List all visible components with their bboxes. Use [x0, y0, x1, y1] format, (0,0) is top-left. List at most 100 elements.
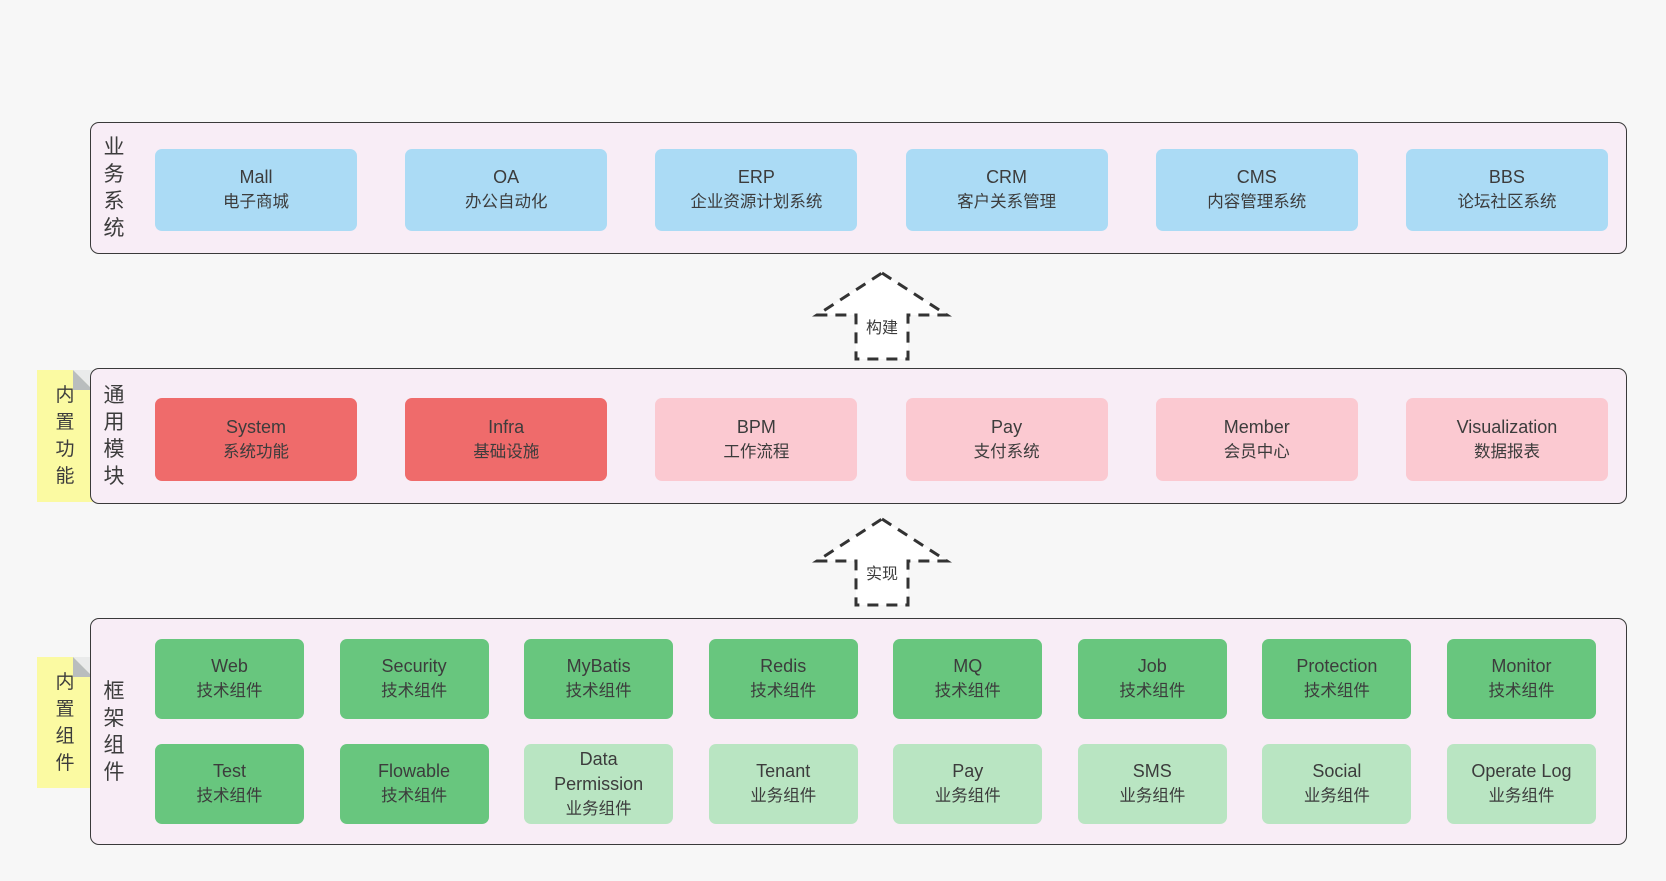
- components-row-1: Web 技术组件 Security 技术组件 MyBatis 技术组件 Redi…: [155, 639, 1596, 719]
- box-title: ERP: [737, 167, 775, 187]
- box-subtitle: 技术组件: [934, 682, 1001, 700]
- band-business-label: 业务系统: [103, 136, 125, 240]
- arrow-build-label: 构建: [863, 314, 901, 338]
- box-subtitle: 技术组件: [1119, 682, 1186, 700]
- box-title: MyBatis: [566, 656, 631, 676]
- box-title: Visualization: [1456, 416, 1558, 437]
- sticky-note-text: 内置功能: [55, 385, 75, 487]
- box-subtitle: 客户关系管理: [957, 193, 1057, 211]
- box-subtitle: 业务组件: [1488, 787, 1555, 805]
- box-subtitle: 技术组件: [565, 682, 632, 700]
- band-modules-label: 通用模块: [103, 384, 125, 488]
- box-security: Security 技术组件: [339, 639, 489, 719]
- box-subtitle: 技术组件: [196, 682, 263, 700]
- arrow-implement: 实现: [812, 516, 952, 608]
- box-title: OA: [493, 167, 520, 187]
- box-title: SMS: [1132, 761, 1172, 781]
- box-monitor: Monitor 技术组件: [1446, 639, 1596, 719]
- box-pay-module: Pay 支付系统: [905, 398, 1108, 481]
- box-social: Social 业务组件: [1262, 744, 1412, 824]
- business-box-row: Mall 电子商城 OA 办公自动化 ERP 企业资源计划系统 CRM 客户关系…: [155, 149, 1608, 231]
- box-subtitle: 技术组件: [196, 787, 263, 805]
- sticky-note-text: 内置组件: [55, 671, 75, 774]
- box-flowable: Flowable 技术组件: [339, 744, 489, 824]
- box-subtitle: 技术组件: [381, 682, 448, 700]
- box-member: Member 会员中心: [1155, 398, 1358, 481]
- box-oa: OA 办公自动化: [405, 149, 608, 231]
- box-title: Flowable: [378, 761, 451, 781]
- box-title: Security: [381, 656, 447, 676]
- box-data-permission: Data Permission 业务组件: [524, 744, 674, 824]
- box-subtitle: 技术组件: [1488, 682, 1555, 700]
- box-sms: SMS 业务组件: [1077, 744, 1227, 824]
- box-subtitle: 会员中心: [1223, 442, 1290, 461]
- box-operate-log: Operate Log 业务组件: [1446, 744, 1596, 824]
- box-subtitle: 基础设施: [473, 442, 540, 461]
- box-title: System: [225, 416, 286, 437]
- box-title: Social: [1312, 761, 1362, 781]
- box-infra: Infra 基础设施: [405, 398, 608, 481]
- box-subtitle: 支付系统: [973, 442, 1040, 461]
- box-web: Web 技术组件: [155, 639, 304, 719]
- box-subtitle: 论坛社区系统: [1457, 193, 1557, 211]
- box-subtitle: 办公自动化: [464, 193, 548, 211]
- box-title: Job: [1137, 656, 1167, 676]
- box-protection: Protection 技术组件: [1262, 639, 1412, 719]
- box-subtitle: 技术组件: [1303, 682, 1370, 700]
- box-crm: CRM 客户关系管理: [905, 149, 1108, 231]
- box-subtitle: 电子商城: [223, 193, 289, 211]
- box-subtitle: 系统功能: [223, 442, 289, 461]
- band-framework-components: 框架组件 Web 技术组件 Security 技术组件 MyBatis 技术组件…: [90, 618, 1627, 845]
- box-title: Test: [212, 761, 246, 781]
- box-title: Pay: [991, 416, 1023, 437]
- box-pay-component: Pay 业务组件: [893, 744, 1043, 824]
- components-row-2: Test 技术组件 Flowable 技术组件 Data Permission …: [155, 744, 1596, 824]
- box-erp: ERP 企业资源计划系统: [655, 149, 858, 231]
- sticky-note-built-in-components: 内置组件: [37, 657, 93, 788]
- box-job: Job 技术组件: [1077, 639, 1227, 719]
- box-title: Pay: [952, 761, 984, 781]
- box-title: Redis: [760, 656, 807, 676]
- box-title: Member: [1223, 416, 1290, 437]
- box-title: MQ: [953, 656, 983, 676]
- modules-box-row: System 系统功能 Infra 基础设施 BPM 工作流程 Pay 支付系统…: [155, 398, 1608, 481]
- box-mybatis: MyBatis 技术组件: [524, 639, 674, 719]
- sticky-note-built-in-features: 内置功能: [37, 370, 93, 502]
- box-title: Protection: [1296, 656, 1378, 676]
- box-subtitle: 业务组件: [1119, 787, 1186, 805]
- sticky-note-paper: [37, 657, 93, 788]
- band-business-systems: 业务系统 Mall 电子商城 OA 办公自动化 ERP 企业资源计划系统 CRM…: [90, 122, 1627, 254]
- box-subtitle: 企业资源计划系统: [690, 193, 823, 211]
- box-mall: Mall 电子商城: [155, 149, 357, 231]
- box-title: Tenant: [756, 761, 811, 781]
- box-subtitle: 内容管理系统: [1207, 193, 1307, 211]
- box-mq: MQ 技术组件: [893, 639, 1043, 719]
- box-system: System 系统功能: [155, 398, 357, 481]
- arrow-implement-label: 实现: [863, 560, 901, 584]
- box-subtitle: 业务组件: [1303, 787, 1370, 805]
- box-visualization: Visualization 数据报表: [1405, 398, 1608, 481]
- box-redis: Redis 技术组件: [708, 639, 858, 719]
- band-components-label: 框架组件: [103, 679, 125, 784]
- box-subtitle: 技术组件: [750, 682, 817, 700]
- box-test: Test 技术组件: [155, 744, 304, 824]
- box-subtitle: 业务组件: [565, 799, 632, 818]
- box-title: Infra: [488, 416, 525, 437]
- box-bpm: BPM 工作流程: [655, 398, 858, 481]
- box-subtitle: 业务组件: [750, 787, 817, 805]
- box-tenant: Tenant 业务组件: [708, 744, 858, 824]
- box-title: BPM: [736, 416, 776, 437]
- box-subtitle: 工作流程: [723, 442, 790, 461]
- box-subtitle: 业务组件: [934, 787, 1001, 805]
- box-subtitle: 数据报表: [1473, 442, 1540, 461]
- band-common-modules: 通用模块 System 系统功能 Infra 基础设施 BPM 工作流程 Pay…: [90, 368, 1627, 504]
- box-title: BBS: [1488, 167, 1525, 187]
- box-title: Mall: [239, 167, 273, 187]
- box-title: Web: [211, 656, 248, 676]
- box-subtitle: 技术组件: [381, 787, 448, 805]
- box-title: Monitor: [1491, 656, 1552, 676]
- arrow-build: 构建: [812, 270, 952, 362]
- box-title: Operate Log: [1471, 761, 1572, 781]
- box-cms: CMS 内容管理系统: [1155, 149, 1358, 231]
- folded-corner-icon: [73, 370, 93, 390]
